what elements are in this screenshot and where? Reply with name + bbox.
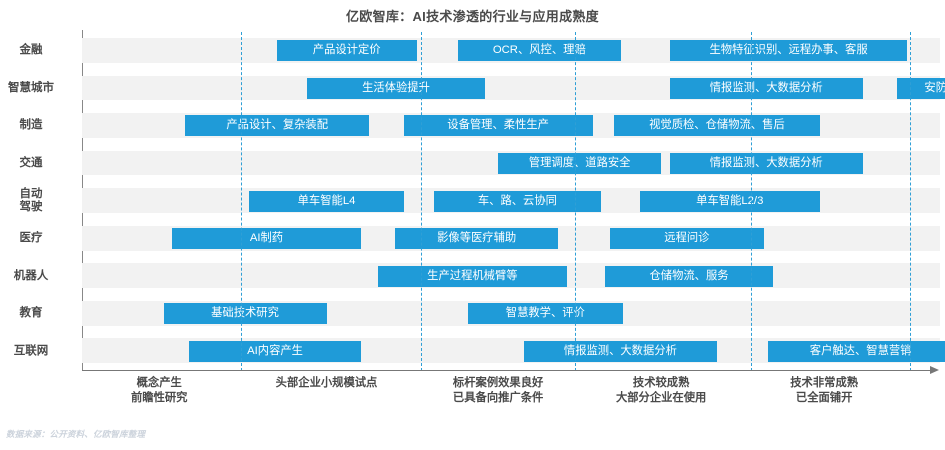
y-axis-label-line: 医疗 <box>19 232 43 245</box>
y-axis-label-line: 智慧城市 <box>8 81 54 94</box>
bar-segment[interactable]: 生活体验提升 <box>306 77 486 99</box>
bar-segment[interactable]: 生产过程机械臂等 <box>378 265 567 287</box>
bar-segment[interactable]: 情报监测、大数据分析 <box>669 152 863 174</box>
y-axis-label-line: 机器人 <box>13 269 49 282</box>
x-axis-stage-label-4: 技术非常成熟已全面铺开 <box>739 376 909 406</box>
bar-segment[interactable]: 设备管理、柔性生产 <box>403 115 593 137</box>
bar-segment[interactable]: AI制药 <box>172 228 361 250</box>
bar-segment[interactable]: 生物特征识别、远程办事、客服 <box>669 40 908 62</box>
x-axis-stage-label-2: 标杆案例效果良好已具备向推广条件 <box>413 376 583 406</box>
x-axis-stage-label-line: 标杆案例效果良好 <box>452 377 544 389</box>
y-axis-label-line: 自动 <box>19 188 43 200</box>
source-note: 数据来源：公开资料、亿欧智库整理 <box>6 429 146 439</box>
x-axis-stage-label-line: 大部分企业在使用 <box>615 392 707 404</box>
y-axis-label-教育: 教育 <box>0 307 66 320</box>
y-axis-label-制造: 制造 <box>0 119 66 132</box>
bar-segment[interactable]: 基础技术研究 <box>163 303 327 325</box>
bar-segment[interactable]: 客户触达、智慧营销 <box>768 340 945 362</box>
y-axis-label-交通: 交通 <box>0 157 66 170</box>
bar-segment[interactable]: 单车智能L2/3 <box>639 190 820 212</box>
gridline-1 <box>420 32 422 371</box>
x-axis-stage-label-line: 技术非常成熟 <box>790 377 859 389</box>
y-axis-label-智慧城市: 智慧城市 <box>0 82 66 95</box>
bar-segment[interactable]: 产品设计、复杂装配 <box>184 115 370 137</box>
y-axis-label-line: 互联网 <box>13 344 49 357</box>
bar-segment[interactable]: 视觉质检、仓储物流、售后 <box>613 115 820 137</box>
bar-segment[interactable]: OCR、风控、理赔 <box>457 40 621 62</box>
x-axis-stage-label-line: 头部企业小规模试点 <box>275 377 378 389</box>
gridline-4 <box>909 32 911 371</box>
x-axis-stage-label-line: 概念产生 <box>136 377 182 389</box>
chart-title: 亿欧智库：AI技术渗透的行业与应用成熟度 <box>345 9 599 24</box>
x-axis-stage-label-1: 头部企业小规模试点 <box>242 376 412 391</box>
y-axis-label-机器人: 机器人 <box>0 270 66 283</box>
bar-segment[interactable]: 情报监测、大数据分析 <box>669 77 863 99</box>
x-axis-stage-label-line: 技术较成熟 <box>632 377 690 389</box>
bar-segment[interactable]: 单车智能L4 <box>249 190 404 212</box>
bar-segment[interactable]: 智慧教学、评价 <box>468 303 623 325</box>
y-axis-label-医疗: 医疗 <box>0 232 66 245</box>
x-axis-line <box>82 370 932 371</box>
y-axis-label-line: 驾驶 <box>19 201 43 213</box>
bar-segment[interactable]: 仓储物流、服务 <box>605 265 773 287</box>
bar-segment[interactable]: 产品设计定价 <box>276 40 417 62</box>
x-axis-stage-label-line: 前瞻性研究 <box>130 392 188 404</box>
bar-segment[interactable]: 车、路、云协同 <box>433 190 602 212</box>
x-axis-stage-label-3: 技术较成熟大部分企业在使用 <box>576 376 746 406</box>
x-axis-stage-label-0: 概念产生前瞻性研究 <box>74 376 244 406</box>
gridline-0 <box>240 32 242 371</box>
bar-segment[interactable]: 安防 <box>897 77 945 99</box>
gridline-2 <box>575 32 577 371</box>
bar-segment[interactable]: 影像等医疗辅助 <box>395 228 559 250</box>
y-axis-label-line: 教育 <box>19 307 43 320</box>
gridline-3 <box>751 32 753 371</box>
x-axis-stage-label-line: 已全面铺开 <box>795 392 853 404</box>
y-axis-label-金融: 金融 <box>0 44 66 57</box>
y-axis-label-互联网: 互联网 <box>0 345 66 358</box>
y-axis-label-line: 金融 <box>19 44 43 57</box>
bar-segment[interactable]: 远程问诊 <box>609 228 765 250</box>
bar-segment[interactable]: 管理调度、道路安全 <box>498 152 662 174</box>
x-axis-stage-labels: 概念产生前瞻性研究头部企业小规模试点标杆案例效果良好已具备向推广条件技术较成熟大… <box>82 376 940 416</box>
y-axis-label-自动驾驶: 自动驾驶 <box>0 188 66 214</box>
x-axis-arrow-icon <box>930 366 939 374</box>
bar-segment[interactable]: AI内容产生 <box>189 340 361 362</box>
y-axis-label-line: 制造 <box>19 119 43 132</box>
x-axis-stage-label-line: 已具备向推广条件 <box>452 392 544 404</box>
y-axis-category-labels: 金融智慧城市制造交通自动驾驶医疗机器人教育互联网 <box>0 32 76 370</box>
bar-segment[interactable]: 情报监测、大数据分析 <box>523 340 717 362</box>
y-axis-label-line: 交通 <box>19 156 43 169</box>
